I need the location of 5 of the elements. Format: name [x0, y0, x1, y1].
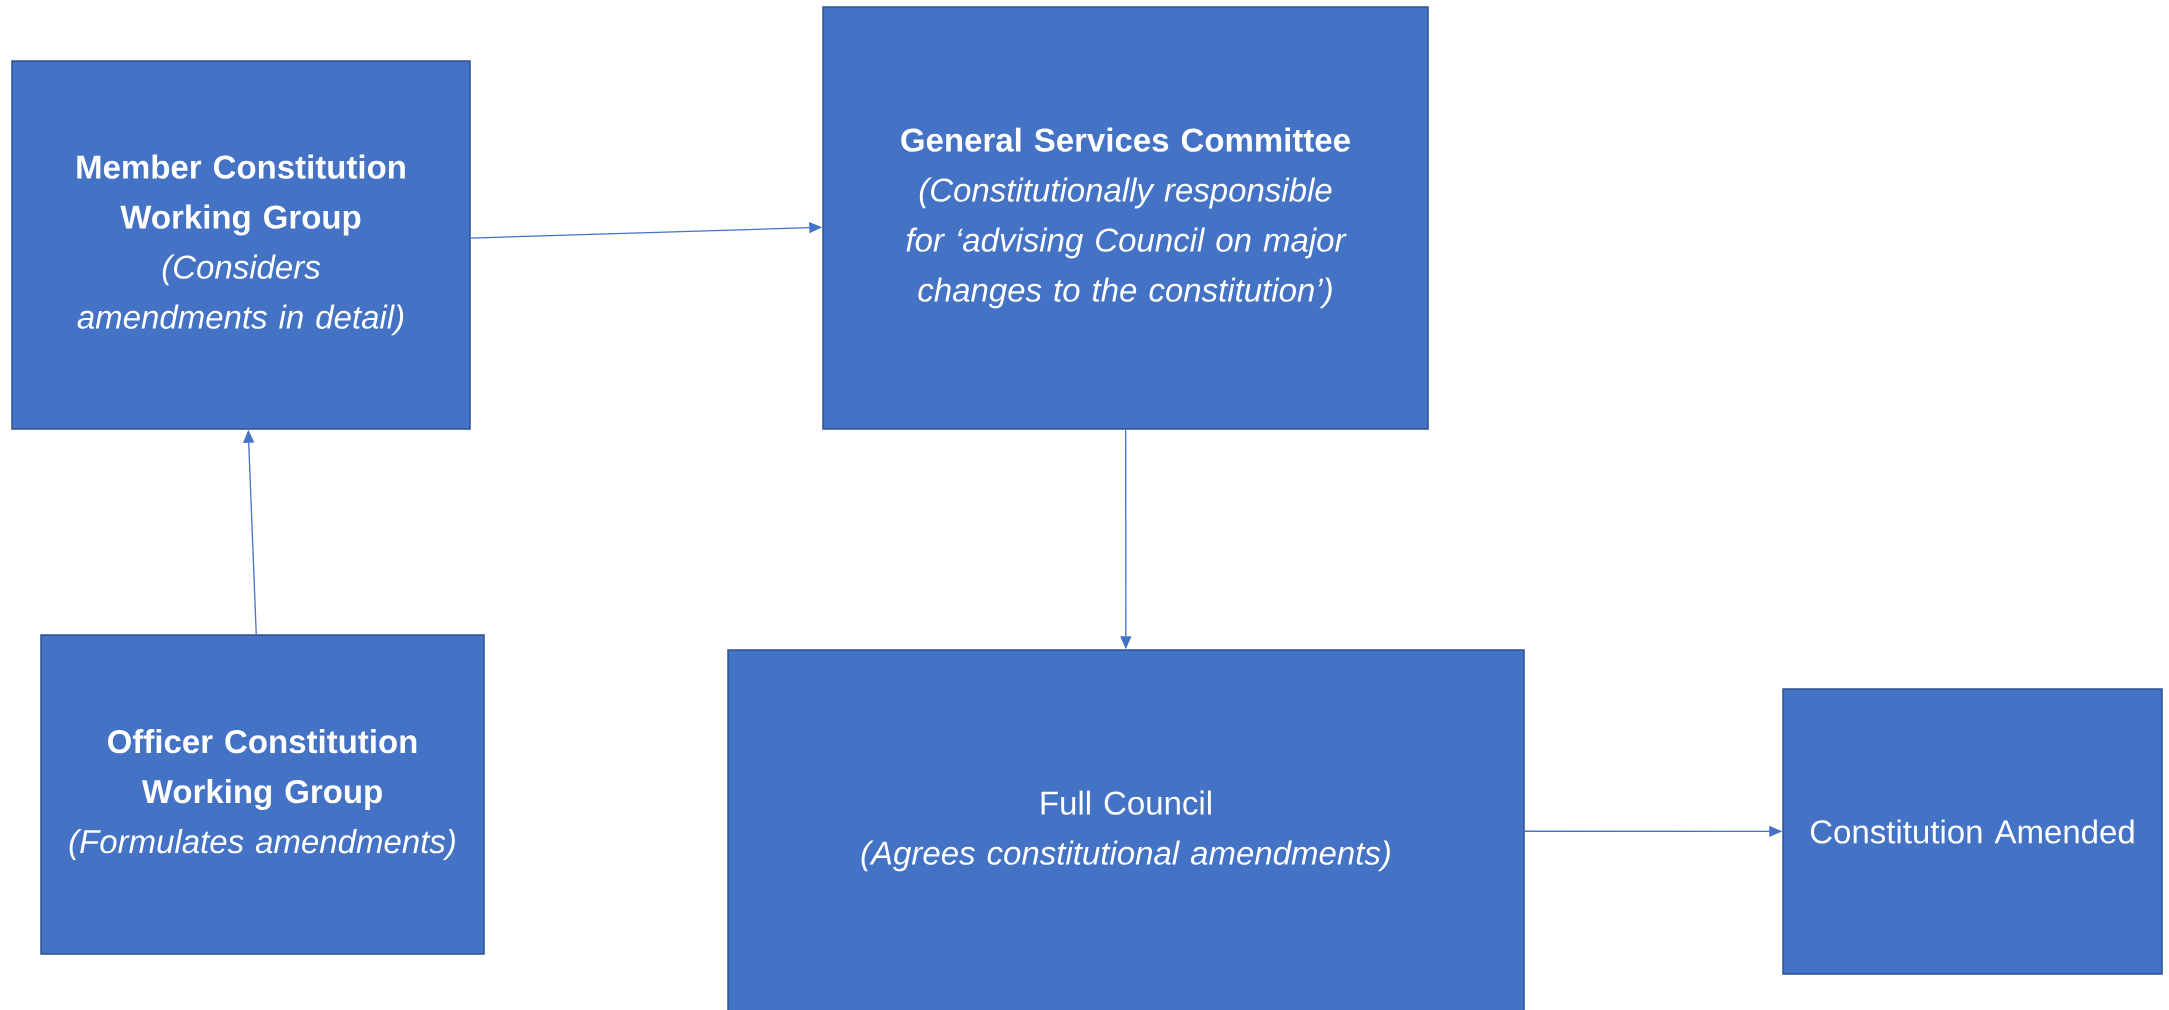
process-box: Full Council (Agrees constitutional amendments): [727, 649, 1525, 1010]
process-box: Officer Constitution Working Group (Formulates amendments): [40, 634, 485, 955]
process-box: Constitution Amended: [1782, 688, 2163, 975]
process-box: Member Constitution Working Group (Considers amendments in detail): [11, 60, 471, 430]
process-box: General Services Committee (Constitutionally responsible for ‘advising Council on major changes to the constitution’): [822, 6, 1429, 430]
